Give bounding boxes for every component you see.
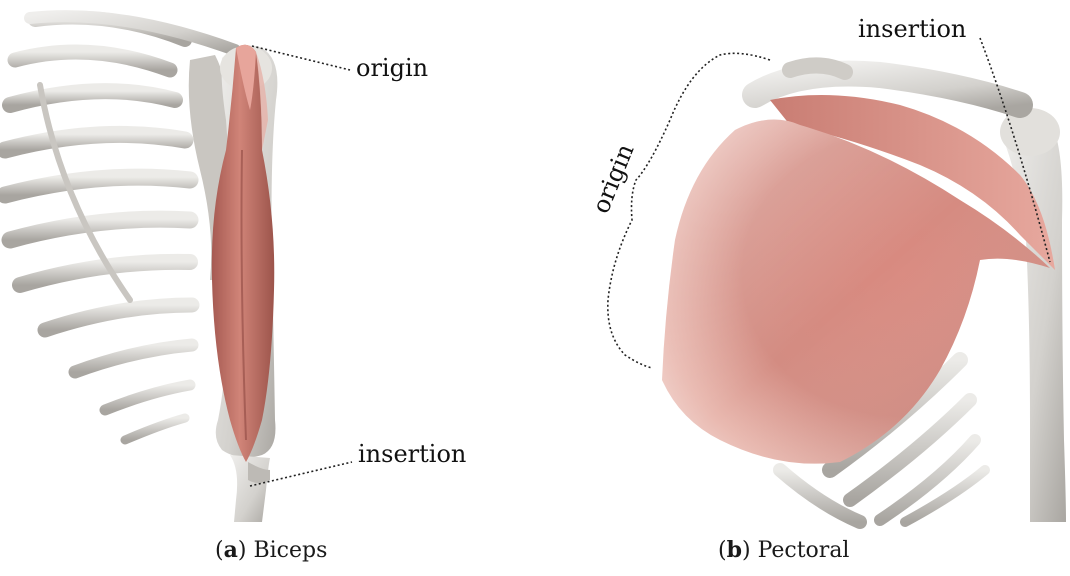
clavicle bbox=[30, 16, 235, 50]
ribcage bbox=[5, 18, 192, 441]
caption-b-text: Pectoral bbox=[758, 538, 850, 563]
caption-a-text: Biceps bbox=[253, 538, 327, 563]
caption-a: (a) Biceps bbox=[215, 537, 327, 563]
caption-b-letter: b bbox=[727, 537, 742, 563]
caption-a-letter: a bbox=[224, 537, 238, 563]
biceps-origin-label: origin bbox=[356, 54, 428, 82]
panel-b-illustration: origin insertion bbox=[587, 15, 1066, 522]
pectoral-insertion-label: insertion bbox=[858, 15, 966, 43]
biceps-insertion-label: insertion bbox=[358, 440, 466, 468]
panel-a-illustration: origin insertion bbox=[5, 16, 466, 522]
caption-b: (b) Pectoral bbox=[718, 537, 849, 563]
